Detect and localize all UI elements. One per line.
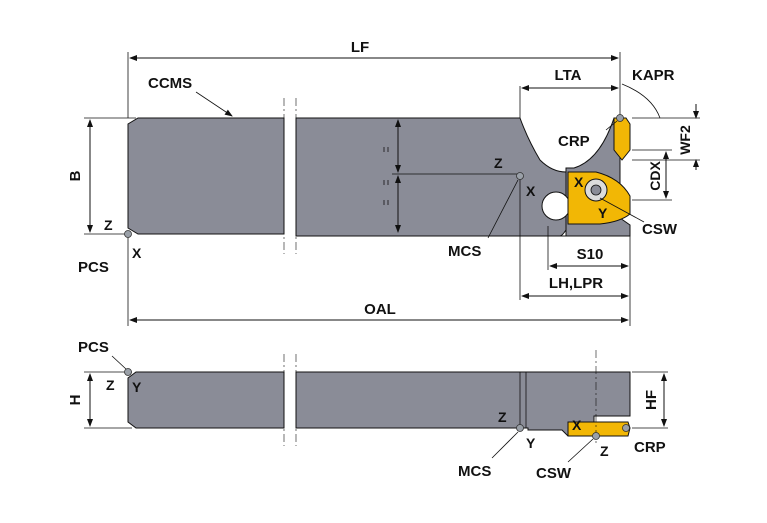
top-view: LF LTA KAPR CCMS B WF2 CDX <box>67 39 700 326</box>
csw-leader <box>599 197 645 223</box>
side-view: H HF PCS Z Y Z Y MCS X Z CSW CRP <box>67 339 668 482</box>
side-crp-label: CRP <box>634 439 666 456</box>
side-csw-x-label: X <box>572 417 582 433</box>
mcs-z-label: Z <box>494 155 503 171</box>
side-pcs-z-label: Z <box>106 377 115 393</box>
kapr-arc <box>621 83 661 119</box>
crp-label: CRP <box>558 133 590 150</box>
s10-label: S10 <box>577 246 604 263</box>
pcs-x-label: X <box>132 245 142 261</box>
crp-leader <box>605 120 618 131</box>
side-csw-label: CSW <box>536 465 572 482</box>
side-pcs-point <box>124 368 132 376</box>
cdx-label: CDX <box>647 161 663 191</box>
oal-label: OAL <box>364 301 396 318</box>
side-mcs-z-label: Z <box>498 409 507 425</box>
pcs-label: PCS <box>78 259 109 276</box>
mcs-x-label: X <box>526 183 536 199</box>
csw-y-label: Y <box>598 205 608 221</box>
side-mcs-point <box>516 424 524 432</box>
side-csw-point <box>592 432 600 440</box>
pcs-z-label: Z <box>104 217 113 233</box>
csw-x-label: X <box>574 174 584 190</box>
side-pcs-leader <box>111 355 127 370</box>
side-mcs-leader <box>491 431 519 459</box>
top-insert-clamp <box>613 117 631 161</box>
side-pcs-y-label: Y <box>132 379 142 395</box>
b-label: B <box>67 170 84 181</box>
top-insert-screw-inner <box>590 184 602 196</box>
side-csw-leader <box>567 438 594 463</box>
pcs-point <box>124 230 132 238</box>
lf-label: LF <box>351 39 369 56</box>
mcs-leader <box>487 179 519 239</box>
side-insert <box>567 421 631 437</box>
side-pcs-label: PCS <box>78 339 109 356</box>
side-mcs-label: MCS <box>458 463 491 480</box>
top-clamp-notch <box>541 191 571 221</box>
top-shank-left <box>127 117 285 235</box>
ccms-label: CCMS <box>148 75 192 92</box>
mcs-label: MCS <box>448 243 481 260</box>
wf2-label: WF2 <box>677 125 693 155</box>
hf-label: HF <box>643 390 660 410</box>
side-shank-left <box>127 371 285 429</box>
kapr-label: KAPR <box>632 67 675 84</box>
side-csw-z-label: Z <box>600 443 609 459</box>
h-label: H <box>67 395 84 406</box>
side-mcs-y-label: Y <box>526 435 536 451</box>
csw-label: CSW <box>642 221 678 238</box>
ccms-leader <box>195 91 233 117</box>
lh-lpr-label: LH,LPR <box>549 275 603 292</box>
crp-point <box>616 114 624 122</box>
side-crp-point <box>622 424 630 432</box>
lta-label: LTA <box>555 67 582 84</box>
mcs-point <box>516 172 524 180</box>
